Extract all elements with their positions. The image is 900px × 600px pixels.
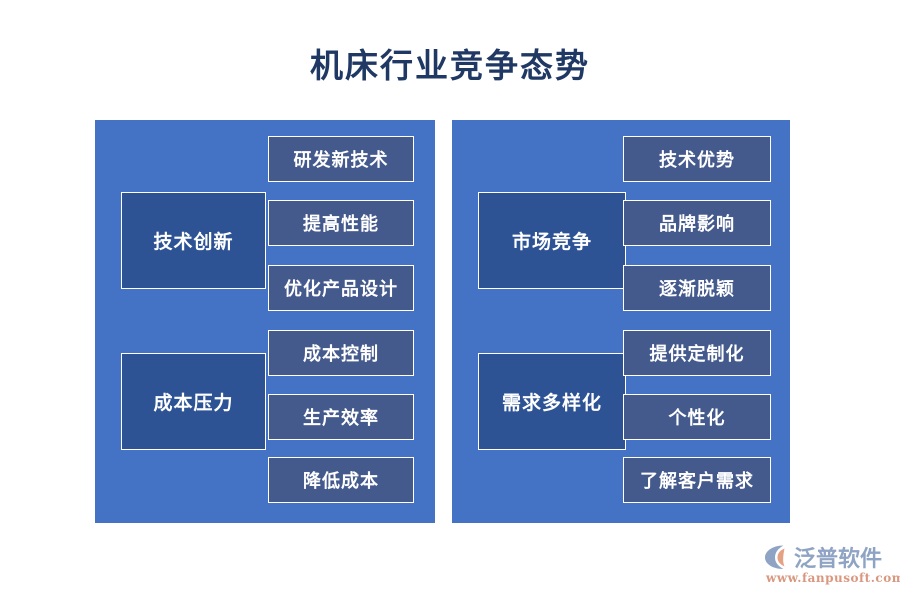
watermark-logo: 泛普软件 www.fanpusoft.com <box>762 541 900 589</box>
sub-item-box-personalization[interactable]: 个性化 <box>623 394 771 440</box>
left-panel: 技术创新 成本压力 研发新技术 提高性能 优化产品设计 成本控制 生产效率 降低… <box>95 120 435 523</box>
logo-url-text: www.fanpusoft.com <box>766 571 900 585</box>
sub-item-box-understand-customer-needs[interactable]: 了解客户需求 <box>623 457 771 503</box>
logo-brand-text: 泛普软件 <box>794 547 883 572</box>
sub-item-box-rd-new-tech[interactable]: 研发新技术 <box>268 136 414 182</box>
sub-item-box-gradually-stand-out[interactable]: 逐渐脱颖 <box>623 265 771 311</box>
sub-item-box-reduce-cost[interactable]: 降低成本 <box>268 457 414 503</box>
page-title: 机床行业竞争态势 <box>310 46 590 85</box>
sub-item-box-provide-customization[interactable]: 提供定制化 <box>623 330 771 376</box>
logo-brand-row: 泛普软件 <box>762 541 882 573</box>
fanpu-swoosh-icon <box>762 542 792 572</box>
sub-item-box-technology-advantage[interactable]: 技术优势 <box>623 136 771 182</box>
sub-item-box-improve-performance[interactable]: 提高性能 <box>268 200 414 246</box>
category-box-cost-pressure[interactable]: 成本压力 <box>121 353 266 450</box>
sub-item-box-production-efficiency[interactable]: 生产效率 <box>268 394 414 440</box>
category-box-demand-diversification[interactable]: 需求多样化 <box>478 353 626 450</box>
sub-item-box-brand-influence[interactable]: 品牌影响 <box>623 200 771 246</box>
sub-item-box-cost-control[interactable]: 成本控制 <box>268 330 414 376</box>
right-panel: 市场竞争 需求多样化 技术优势 品牌影响 逐渐脱颖 提供定制化 个性化 了解客户… <box>452 120 790 523</box>
category-box-technology-innovation[interactable]: 技术创新 <box>121 192 266 289</box>
category-box-market-competition[interactable]: 市场竞争 <box>478 192 626 289</box>
sub-item-box-optimize-product-design[interactable]: 优化产品设计 <box>268 265 414 311</box>
